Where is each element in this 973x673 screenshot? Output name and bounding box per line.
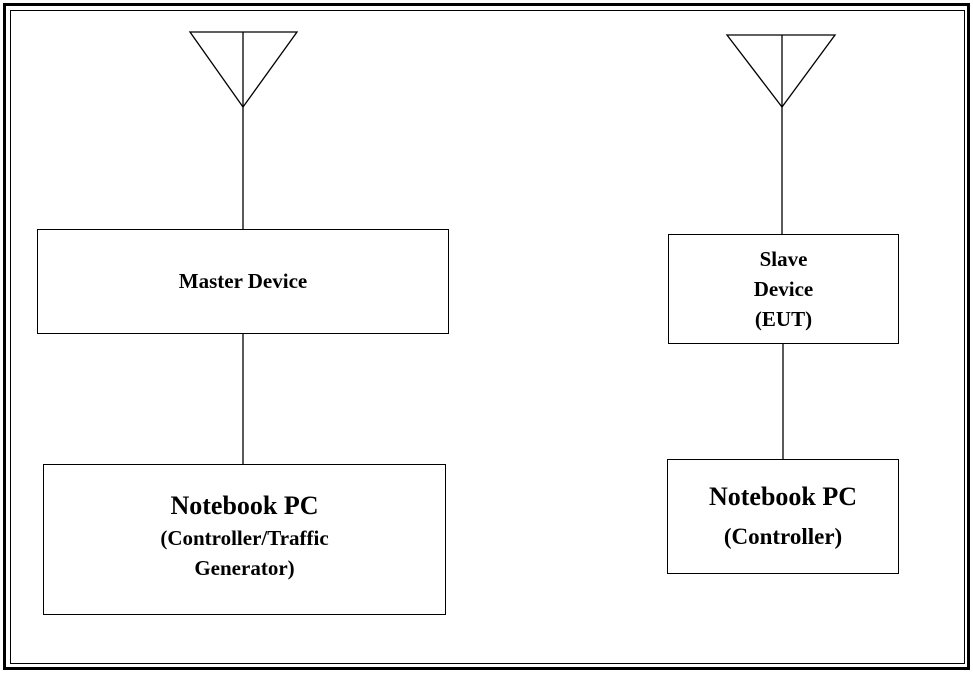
master-device-box: Master Device <box>37 229 449 334</box>
notebook-right-subtitle: (Controller) <box>723 523 843 549</box>
slave-device-box: Slave Device (EUT) <box>668 234 899 344</box>
notebook-left-line2: (Controller/Traffic <box>160 526 329 550</box>
notebook-pc-right-box: Notebook PC (Controller) <box>667 459 899 574</box>
inner-frame-border <box>10 10 965 664</box>
outer-frame-border <box>3 3 970 670</box>
slave-device-label-line3: (EUT) <box>754 307 813 331</box>
slave-device-label-line2: Device <box>753 277 814 301</box>
antenna-left-icon <box>188 31 299 229</box>
notebook-right-title: Notebook PC <box>708 481 858 511</box>
notebook-pc-left-box: Notebook PC (Controller/Traffic Generato… <box>43 464 446 615</box>
master-device-label: Master Device <box>178 269 308 293</box>
slave-device-label-line1: Slave <box>759 247 808 271</box>
notebook-left-line3: Generator) <box>194 556 295 580</box>
antenna-right-icon <box>725 34 837 234</box>
notebook-left-title: Notebook PC <box>170 491 319 520</box>
